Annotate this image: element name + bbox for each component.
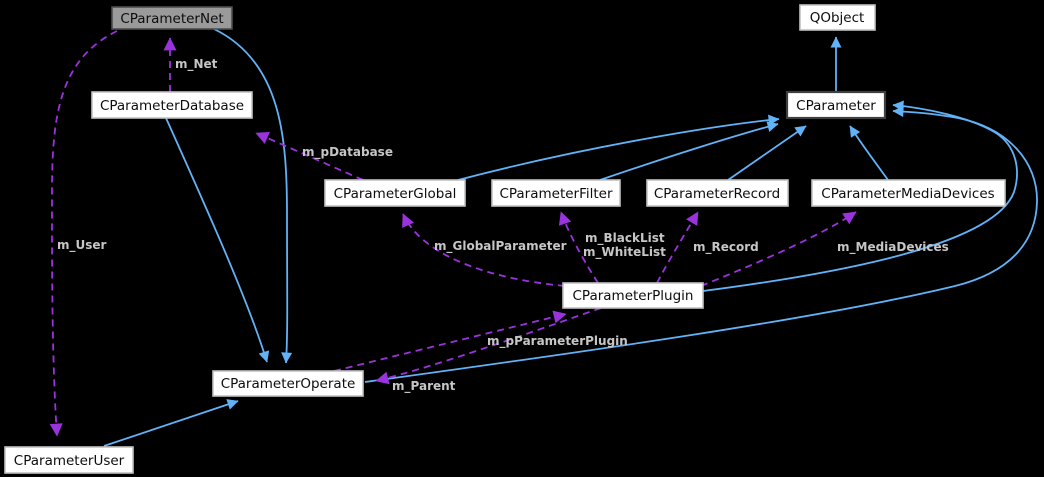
class-node-cparameterfilter[interactable]: CParameterFilter [491,179,621,207]
class-node-cparameterplugin-label: CParameterPlugin [573,288,694,304]
edge-label-m-net: m_Net [175,57,218,72]
class-node-cparameter-label: CParameter [796,98,876,114]
inherit-edge-database-to-operate [165,117,270,363]
class-node-cparameteroperate[interactable]: CParameterOperate [212,370,364,397]
inherit-edge-user-to-operate [103,399,239,447]
inheritance-edges [103,28,1038,447]
class-node-cparameternet-label: CParameterNet [120,11,223,27]
usage-edge-m-blacklist-whitelist [558,211,599,284]
usage-edge-m-record [656,211,699,284]
class-node-cparameterdatabase[interactable]: CParameterDatabase [91,91,253,119]
class-node-cparametermediadevices[interactable]: CParameterMediaDevices [811,179,1006,207]
edge-label-m-blacklist: m_BlackList [585,231,665,246]
edge-labels: m_Net m_User m_pDatabase m_GlobalParamet… [57,57,949,394]
class-node-cparameter[interactable]: CParameter [785,90,887,120]
inherit-edge-mediadevices-to-parameter [849,125,889,181]
edge-label-m-globalparameter: m_GlobalParameter [434,239,567,254]
inherit-edge-record-to-parameter [727,125,807,181]
usage-edge-m-parent [375,307,602,385]
class-node-cparameterglobal[interactable]: CParameterGlobal [324,179,466,207]
inherit-edge-operate-to-parameter [364,106,1038,383]
inherit-edge-filter-to-parameter [599,121,779,181]
edge-label-m-record: m_Record [693,240,759,255]
edge-label-m-pdatabase: m_pDatabase [302,145,393,160]
class-node-cparameterplugin[interactable]: CParameterPlugin [562,282,704,309]
class-node-qobject[interactable]: QObject [799,4,876,31]
usage-edge-m-pdatabase [255,132,364,181]
inherit-edge-plugin-to-parameter [702,100,1018,292]
class-node-cparameteruser-label: CParameterUser [14,453,125,469]
class-node-cparameterdatabase-label: CParameterDatabase [100,98,244,114]
class-node-qobject-label: QObject [810,10,865,26]
class-node-cparameterrecord[interactable]: CParameterRecord [646,179,789,207]
usage-edge-m-globalparameter [402,213,566,287]
usage-edge-m-user [49,30,118,437]
class-node-cparameterfilter-label: CParameterFilter [499,186,613,202]
class-nodes: CParameterNet QObject CParameterDatabase… [4,4,1006,474]
edge-label-m-pparameterplugin: m_pParameterPlugin [487,334,628,349]
inherit-edge-net-to-operate [213,28,293,364]
edge-label-m-user: m_User [57,238,107,253]
edge-label-m-whitelist: m_WhiteList [583,245,666,260]
class-node-cparameteroperate-label: CParameterOperate [221,376,356,392]
inherit-edge-global-to-parameter [457,114,780,181]
class-node-cparameterglobal-label: CParameterGlobal [334,186,457,202]
edge-label-m-mediadevices: m_MediaDevices [837,240,949,255]
class-node-cparameteruser[interactable]: CParameterUser [4,446,134,474]
class-node-cparameternet[interactable]: CParameterNet [111,6,233,30]
class-node-cparametermediadevices-label: CParameterMediaDevices [821,186,994,202]
usage-edge-m-pparameterplugin [333,310,567,372]
class-node-cparameterrecord-label: CParameterRecord [654,186,780,202]
usage-edges [49,30,857,437]
edge-label-m-parent: m_Parent [392,379,456,394]
